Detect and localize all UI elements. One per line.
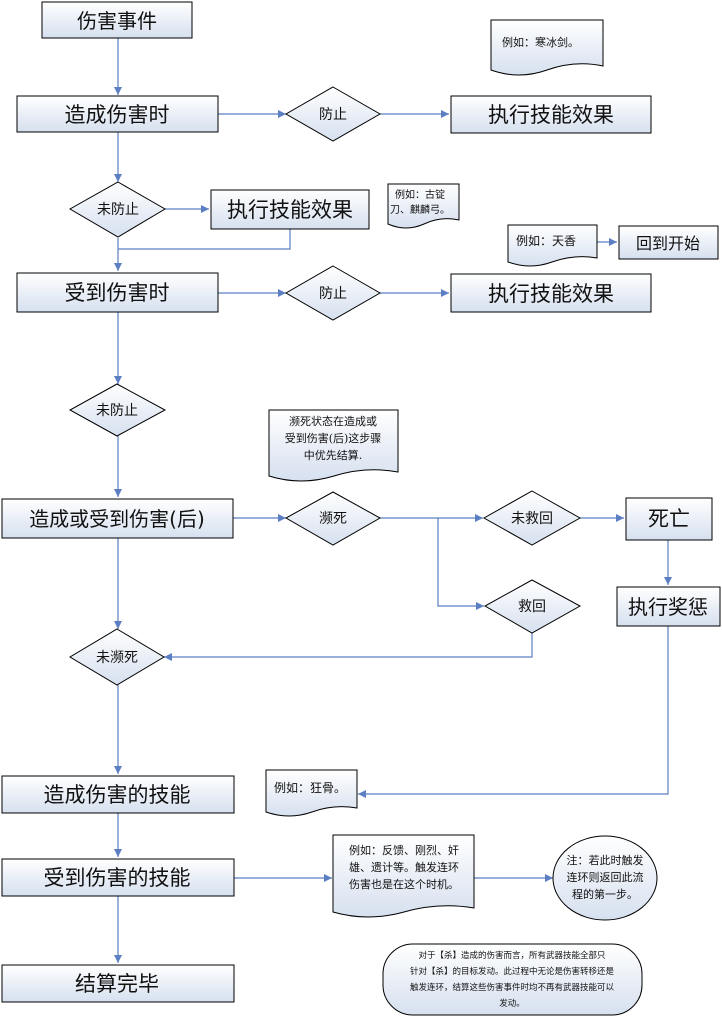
notes: 例如：寒冰剑。 例如：古锭 刀、麒麟弓。 例如：天香 濒死状态在造成或 受到伤害… <box>265 19 604 918</box>
note-text-line: 程的第一步。 <box>572 887 638 901</box>
arrow-reward-to-kuanggu <box>358 626 669 798</box>
note-feedback: 例如：反馈、刚烈、奸 雄、遗计等。触发连环 伤害也是在这个时机。 <box>332 834 475 918</box>
note-text: 例如：狂骨。 <box>274 780 346 795</box>
diamond-rescued: 救回 <box>483 579 582 634</box>
note-text-line: 伤害也是在这个时机。 <box>349 877 459 891</box>
box-reward-punish: 执行奖惩 <box>616 586 721 627</box>
note-text-line: 中优先结算. <box>304 448 363 462</box>
arrow-dying-to-rescued <box>437 518 484 610</box>
diamond-not-rescued: 未救回 <box>482 490 582 546</box>
note-kuanggu: 例如：狂骨。 <box>265 769 358 817</box>
diamond-not-dying: 未濒死 <box>69 628 165 686</box>
oval-notes: 注：若此时触发 连环则返回此流 程的第一步。 对于【杀】造成的伤害而言，所有武器… <box>382 835 658 1016</box>
diamond-label: 未防止 <box>97 202 139 218</box>
box-label: 执行技能效果 <box>488 103 614 127</box>
note-text-line: 例如：反馈、刚烈、奸 <box>349 843 459 857</box>
box-label: 造成伤害的技能 <box>44 783 191 807</box>
note-text-line: 针对【杀】的目标发动。此过程中无论是伤害转移还是 <box>410 966 615 977</box>
diamond-prevent-2: 防止 <box>284 265 382 321</box>
box-death: 死亡 <box>625 497 713 541</box>
diamond-label: 未防止 <box>96 403 138 419</box>
diamond-not-prevent-2: 未防止 <box>68 383 167 437</box>
box-label: 受到伤害时 <box>65 281 170 305</box>
note-text-line: 连环则返回此流 <box>567 870 644 884</box>
diamond-label: 未濒死 <box>96 650 138 666</box>
box-cause-damage: 造成伤害时 <box>16 95 219 133</box>
note-text-line: 例如：古锭 <box>395 188 445 201</box>
note-text-line: 濒死状态在造成或 <box>289 414 377 428</box>
diamond-not-prevent-1: 未防止 <box>68 181 166 238</box>
connectors <box>114 38 672 963</box>
note-text-line: 刀、麒麟弓。 <box>390 203 450 216</box>
box-cause-skill: 造成伤害的技能 <box>1 775 235 814</box>
box-label: 受到伤害的技能 <box>44 866 191 890</box>
arrow-exec-back <box>118 229 291 250</box>
diamond-dying: 濒死 <box>284 491 382 546</box>
box-label: 死亡 <box>648 507 690 531</box>
note-guding: 例如：古锭 刀、麒麟弓。 <box>387 183 460 229</box>
note-tianxiang: 例如：天香 <box>507 224 598 267</box>
note-text-line: 雄、遗计等。触发连环 <box>349 860 459 874</box>
box-settle-done: 结算完毕 <box>1 964 235 1003</box>
note-text-line: 受到伤害(后)这步骤 <box>285 431 382 445</box>
note-loop: 注：若此时触发 连环则返回此流 程的第一步。 <box>552 835 658 921</box>
note-dying: 濒死状态在造成或 受到伤害(后)这步骤 中优先结算. <box>268 409 399 482</box>
diamond-label: 救回 <box>518 599 546 615</box>
arrow-rescued-to-notdying <box>164 633 533 661</box>
box-label: 回到开始 <box>636 234 700 253</box>
diamond-label: 濒死 <box>319 511 347 527</box>
box-label: 造成伤害时 <box>65 103 170 127</box>
diamond-label: 防止 <box>319 286 347 302</box>
note-text: 例如：寒冰剑。 <box>502 35 579 49</box>
box-label: 伤害事件 <box>77 9 157 33</box>
note-text-line: 注：若此时触发 <box>567 853 644 867</box>
decision-diamonds: 防止 未防止 防止 未防止 濒死 未救回 救回 未濒死 <box>68 86 582 686</box>
box-exec-skill-3: 执行技能效果 <box>450 273 652 313</box>
diamond-label: 未救回 <box>511 511 553 527</box>
note-sha: 对于【杀】造成的伤害而言，所有武器技能全部只 针对【杀】的目标发动。此过程中无论… <box>382 943 643 1016</box>
box-label: 结算完毕 <box>75 972 159 996</box>
box-damage-event: 伤害事件 <box>41 1 193 39</box>
box-take-damage: 受到伤害时 <box>16 272 219 313</box>
box-label: 执行技能效果 <box>227 198 353 222</box>
box-label: 执行奖惩 <box>628 595 708 619</box>
diamond-prevent-1: 防止 <box>284 86 382 142</box>
note-text: 例如：天香 <box>516 233 576 248</box>
diamond-label: 防止 <box>319 107 347 123</box>
note-text-line: 发动。 <box>499 998 525 1009</box>
box-label: 执行技能效果 <box>488 282 614 306</box>
box-take-skill: 受到伤害的技能 <box>1 858 235 897</box>
box-back-to-start: 回到开始 <box>618 225 719 260</box>
box-label: 造成或受到伤害(后) <box>29 507 205 531</box>
note-hanbing: 例如：寒冰剑。 <box>490 19 604 76</box>
box-after-damage: 造成或受到伤害(后) <box>1 498 234 539</box>
box-exec-skill-1: 执行技能效果 <box>450 95 652 134</box>
note-text-line: 对于【杀】造成的伤害而言，所有武器技能全部只 <box>418 950 606 961</box>
note-text-line: 触发连环，结算这些伤害事件时均不再有武器技能可以 <box>410 982 615 993</box>
box-exec-skill-2: 执行技能效果 <box>210 189 370 230</box>
